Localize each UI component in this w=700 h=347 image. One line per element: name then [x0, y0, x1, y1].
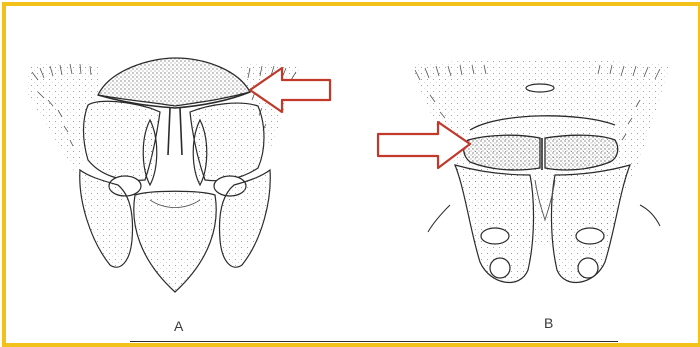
panel-b-top-oval	[526, 84, 554, 92]
panel-b-left-tip	[490, 258, 510, 278]
caption-rule	[130, 341, 618, 342]
panel-b-right-tip	[578, 258, 598, 278]
panel-a-central-stalk	[168, 108, 182, 155]
panel-b-drawing	[410, 60, 670, 283]
panel-b-label: B	[544, 315, 554, 331]
panel-a-label: A	[174, 318, 184, 334]
panel-a-central-shield	[134, 191, 216, 292]
